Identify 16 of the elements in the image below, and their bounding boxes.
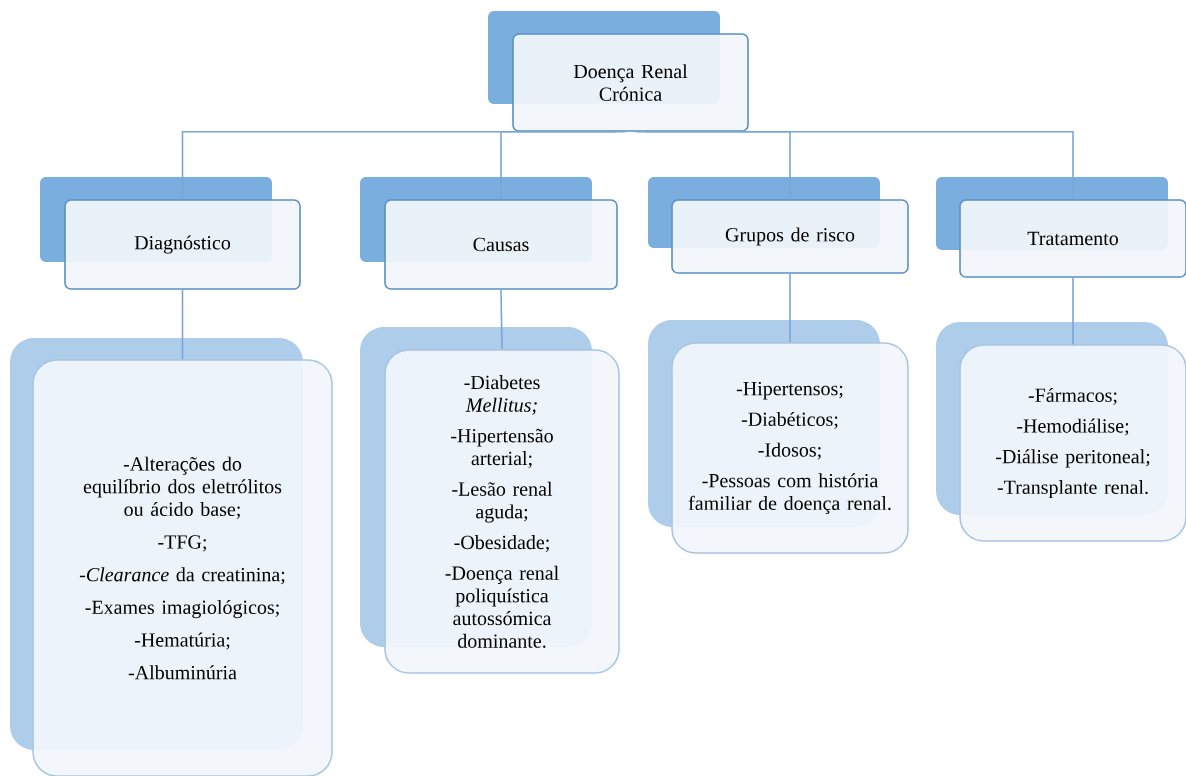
connector-line [181,289,184,360]
process-box: -Hipertensos; -Diabéticos; -Idosos; -Pessoas com história familiar de doença renal. [648,320,909,554]
process-box: Diagnóstico [40,177,301,290]
process-box: Tratamento [936,177,1186,278]
process-box: -Alterações do equilíbrio dos eletrólitos ou ácido base; -TFG; -Clearance da creatinina; -Exames imagiológicos; -Hematúria; -Albuminúria [10,338,333,776]
connector-line [500,289,503,350]
process-box: Doença Renal Crónica [488,11,749,132]
connector-line [500,131,627,200]
connector-line [1072,277,1074,345]
process-box: -Diabetes Mellitus; -Hipertensão arterial; -Lesão renal aguda; -Obesidade; -Doença renal poliquística autossómica dominante. [360,327,620,674]
connector-line [789,273,791,343]
process-box: -Fármacos; -Hemodiálise; -Diálise peritoneal; -Transplante renal. [936,322,1186,542]
connector-line [644,131,1074,200]
process-box: Causas [360,177,618,290]
process-box: Grupos de risco [648,177,909,274]
connector-line [634,131,791,200]
